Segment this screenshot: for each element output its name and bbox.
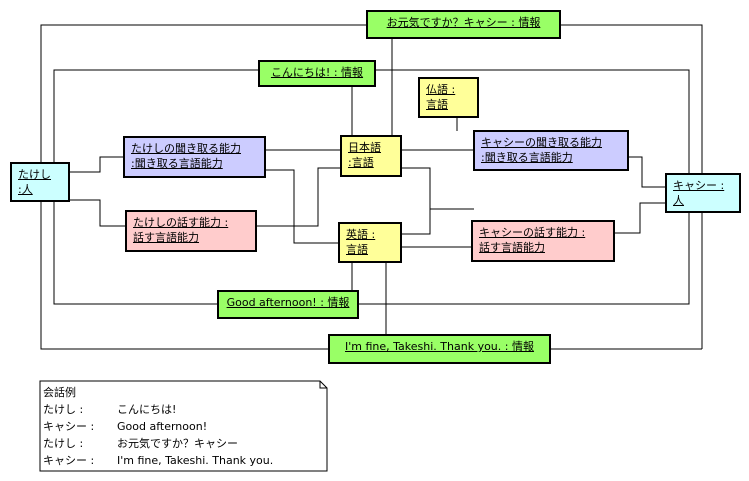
takeshi-listening-ability-node[interactable]: たけしの聞き取る能力 :聞き取る言語能力 xyxy=(123,136,266,178)
kathy-speaking-ability-node[interactable]: キャシーの話す能力 : 話す言語能力 xyxy=(471,220,615,262)
kathy-listening-ability-node[interactable]: キャシーの聞き取る能力 :聞き取る言語能力 xyxy=(473,130,629,171)
good-afternoon-info-node[interactable]: Good afternoon! : 情報 xyxy=(217,290,359,319)
im-fine-label: I'm fine, Takeshi. Thank you. : 情報 xyxy=(345,340,534,353)
note-utterance: I'm fine, Takeshi. Thank you. xyxy=(117,454,274,467)
takeshi-speaking-line1: たけしの話す能力 : xyxy=(133,216,229,229)
kathy-speaking-line1: キャシーの話す能力 : xyxy=(479,226,586,239)
english-language-line1: 英語 : xyxy=(346,228,376,241)
note-speaker: キャシー : xyxy=(43,454,95,467)
takeshi-line1: たけし xyxy=(18,168,51,181)
takeshi-speaking-ability-node[interactable]: たけしの話す能力 : 話す言語能力 xyxy=(125,210,257,252)
takeshi-listening-line1: たけしの聞き取る能力 xyxy=(131,142,241,155)
konnichiwa-info-node[interactable]: こんにちは! : 情報 xyxy=(258,60,376,87)
kathy-listening-line2: :聞き取る言語能力 xyxy=(481,151,573,164)
note-line: キャシー : Good afternoon! xyxy=(43,418,273,435)
kathy-speaking-line2: 話す言語能力 xyxy=(479,241,545,254)
takeshi-listening-line2: :聞き取る言語能力 xyxy=(131,157,223,170)
note-utterance: Good afternoon! xyxy=(117,420,208,433)
note-line: キャシー : I'm fine, Takeshi. Thank you. xyxy=(43,452,273,469)
takeshi-speaking-line2: 話す言語能力 xyxy=(133,231,199,244)
note-line: たけし : こんにちは! xyxy=(43,401,273,418)
french-language-line1: 仏語 : xyxy=(426,83,456,96)
im-fine-info-node[interactable]: I'm fine, Takeshi. Thank you. : 情報 xyxy=(328,334,551,364)
english-language-node[interactable]: 英語 : 言語 xyxy=(338,222,402,263)
kathy-listening-line1: キャシーの聞き取る能力 xyxy=(481,136,602,149)
kathy-person-node[interactable]: キャシー : 人 xyxy=(665,173,741,213)
japanese-language-line1: 日本語 xyxy=(348,141,381,154)
kathy-line1: キャシー : xyxy=(673,179,725,192)
note-speaker: キャシー : xyxy=(43,420,95,433)
ogenki-info-node[interactable]: お元気ですか？キャシー : 情報 xyxy=(366,10,561,39)
french-language-line2: 言語 xyxy=(426,98,448,111)
note-speaker: たけし : xyxy=(43,437,84,450)
english-language-line2: 言語 xyxy=(346,243,368,256)
japanese-language-node[interactable]: 日本語 :言語 xyxy=(340,135,402,177)
ogenki-label: お元気ですか？キャシー : 情報 xyxy=(386,16,541,29)
konnichiwa-label: こんにちは! : 情報 xyxy=(270,66,364,79)
note-utterance: お元気ですか？キャシー xyxy=(117,437,238,450)
note-title: 会話例 xyxy=(43,386,76,399)
kathy-line2: 人 xyxy=(673,194,684,207)
conversation-example-note: 会話例 たけし : こんにちは! キャシー : Good afternoon! たけ… xyxy=(43,384,273,469)
good-afternoon-label: Good afternoon! : 情報 xyxy=(226,296,350,309)
french-language-node[interactable]: 仏語 : 言語 xyxy=(418,77,479,118)
note-utterance: こんにちは! xyxy=(117,403,177,416)
takeshi-person-node[interactable]: たけし :人 xyxy=(10,162,70,202)
note-speaker: たけし : xyxy=(43,403,84,416)
japanese-language-line2: :言語 xyxy=(348,156,374,169)
takeshi-line2: :人 xyxy=(18,183,33,196)
note-line: たけし : お元気ですか？キャシー xyxy=(43,435,273,452)
